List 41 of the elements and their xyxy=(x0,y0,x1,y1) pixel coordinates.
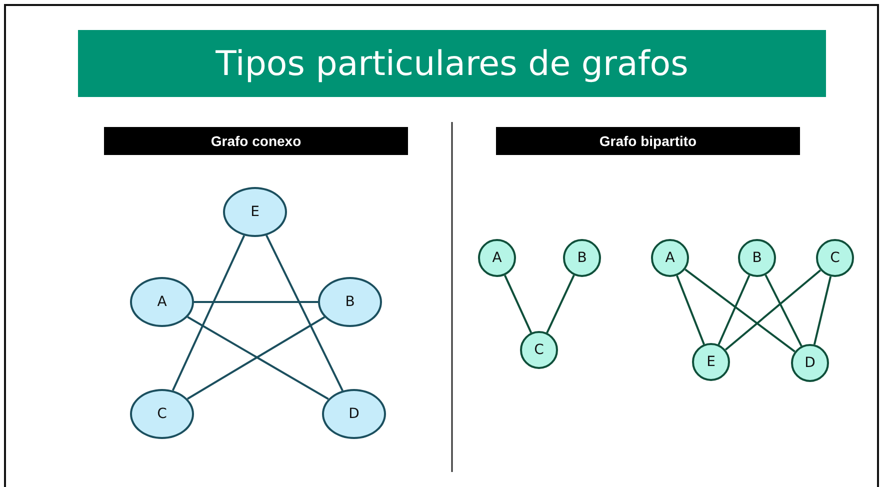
graph-edge xyxy=(504,274,532,334)
node-label: C xyxy=(830,250,840,266)
vertex-circle xyxy=(520,331,558,369)
graph-edge xyxy=(172,235,246,391)
graph-edge xyxy=(546,274,575,334)
node-label: A xyxy=(665,250,675,266)
vertex-circle xyxy=(791,344,829,382)
graph-edge xyxy=(194,301,318,303)
graph-edge xyxy=(684,268,796,352)
graph-edge xyxy=(813,276,832,345)
section-heading-bar xyxy=(104,127,408,155)
node-label: A xyxy=(157,294,167,310)
vertex-circle xyxy=(816,239,854,277)
node-label: E xyxy=(706,354,716,370)
node-label: Grafo conexo xyxy=(210,133,302,149)
vertex-circle xyxy=(563,239,601,277)
node-label: B xyxy=(577,250,587,266)
node-label: B xyxy=(345,294,355,310)
section-heading-bar xyxy=(496,127,800,155)
vertex-circle xyxy=(478,239,516,277)
graph-edge xyxy=(676,275,705,345)
vertex-circle xyxy=(692,343,730,381)
graph-edge xyxy=(718,274,750,346)
node-label: B xyxy=(752,250,762,266)
node-label: Grafo bipartito xyxy=(599,133,697,149)
slide-title: Tipos particulares de grafos xyxy=(78,30,826,97)
vertex-circle xyxy=(738,239,776,277)
node-label: D xyxy=(804,355,816,371)
vertex-ellipse xyxy=(130,277,194,327)
node-label: C xyxy=(534,342,544,358)
vertex-ellipse xyxy=(130,389,194,439)
vertex-circle xyxy=(651,239,689,277)
node-label: D xyxy=(348,406,360,422)
vertex-ellipse xyxy=(322,389,386,439)
node-label: E xyxy=(250,204,260,220)
graph-edge xyxy=(724,269,822,351)
graph-edge xyxy=(764,274,802,346)
vertex-ellipse xyxy=(318,277,382,327)
node-label: C xyxy=(157,406,167,422)
node-label: A xyxy=(492,250,502,266)
graph-edge xyxy=(266,234,344,392)
